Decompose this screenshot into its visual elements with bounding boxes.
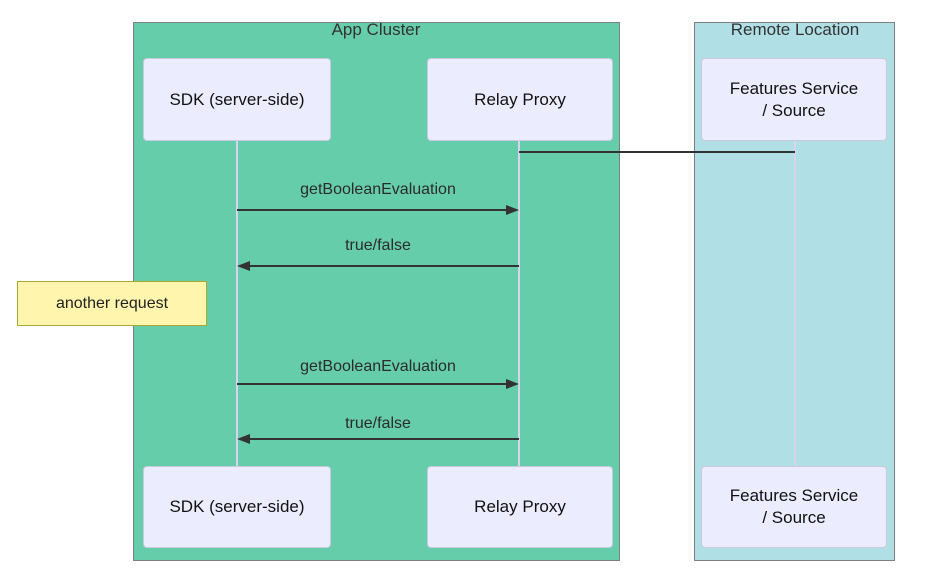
actor-features-service-bottom-line2: / Source xyxy=(762,508,826,527)
actor-relay-proxy-bottom-label: Relay Proxy xyxy=(474,497,566,516)
actor-features-service-top: Features Service / Source xyxy=(701,58,887,141)
arrow-shaft xyxy=(248,265,519,267)
lifeline-relay-proxy xyxy=(518,141,520,466)
arrowhead-left-icon xyxy=(237,434,250,444)
note-text: another request xyxy=(55,294,169,312)
actor-relay-proxy-bottom: Relay Proxy xyxy=(427,466,613,548)
arrowhead-right-icon xyxy=(506,205,519,215)
actor-features-service-top-line1: Features Service xyxy=(729,78,859,98)
actor-features-service-top-line2: / Source xyxy=(762,100,826,120)
arrow-shaft xyxy=(237,209,508,211)
note-another-request: another request xyxy=(17,281,207,326)
actor-sdk-top: SDK (server-side) xyxy=(143,58,331,141)
actor-relay-proxy-top: Relay Proxy xyxy=(427,58,613,141)
arrow-shaft xyxy=(248,438,519,440)
message-2-arrow xyxy=(237,261,519,271)
actor-relay-proxy-top-label: Relay Proxy xyxy=(474,89,566,109)
message-1-arrow xyxy=(237,205,519,215)
message-4-arrow xyxy=(237,434,519,444)
lifeline-features-service xyxy=(794,141,796,466)
lifeline-sdk xyxy=(236,141,238,466)
app-cluster-title: App Cluster xyxy=(331,20,421,39)
remote-location-title: Remote Location xyxy=(730,20,860,39)
actor-sdk-bottom: SDK (server-side) xyxy=(143,466,331,548)
message-1-label: getBooleanEvaluation xyxy=(300,181,456,198)
message-3-label: getBooleanEvaluation xyxy=(300,358,456,375)
actor-features-service-bottom: Features Service / Source xyxy=(701,466,887,548)
relay-to-features-link xyxy=(519,151,795,153)
message-4-label: true/false xyxy=(345,415,411,432)
actor-features-service-bottom-line1: Features Service xyxy=(729,486,859,505)
arrowhead-right-icon xyxy=(506,379,519,389)
actor-sdk-bottom-label: SDK (server-side) xyxy=(169,497,305,516)
actor-sdk-top-label: SDK (server-side) xyxy=(169,89,305,109)
message-2-label: true/false xyxy=(345,237,411,254)
arrow-shaft xyxy=(237,383,508,385)
message-3-arrow xyxy=(237,379,519,389)
arrowhead-left-icon xyxy=(237,261,250,271)
